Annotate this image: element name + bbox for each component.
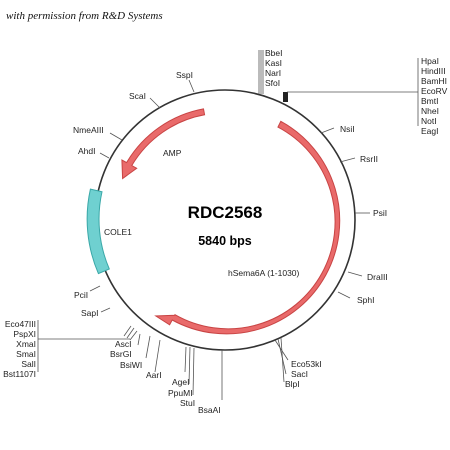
site-psii: PsiI (373, 208, 387, 218)
mcs-marker (283, 92, 288, 102)
mcs-right-site: HindIII (421, 66, 446, 76)
site-nmeaiii: NmeAIII (73, 125, 104, 135)
mcs-right-site: NotI (421, 116, 437, 126)
site-bsiwi: BsiWI (120, 360, 142, 370)
mcs-left-site: PspXI (13, 329, 36, 339)
site-draiii: DraIII (367, 272, 388, 282)
credit-text: with permission from R&D Systems (6, 10, 163, 22)
mcs-right-site: NheI (421, 106, 439, 116)
mcs-right-site: BamHI (421, 76, 447, 86)
site-stui: StuI (180, 398, 195, 408)
site-nsii: NsiI (340, 124, 355, 134)
mcs-right-site: HpaI (421, 56, 439, 66)
mcs-left-site: SalI (21, 359, 36, 369)
insert-label: hSema6A (1-1030) (228, 268, 300, 278)
site-scai: ScaI (129, 91, 146, 101)
site-bsaai: BsaAI (198, 405, 221, 415)
mcs-right-site: EcoRV (421, 86, 448, 96)
site-saci: SacI (291, 369, 308, 379)
mcs-right-group: HpaI HindIII BamHI EcoRV BmtI NheI NotI … (421, 56, 448, 136)
mcs-right-site: EagI (421, 126, 439, 136)
site-blpi: BlpI (285, 379, 300, 389)
cole1-block (86, 188, 110, 275)
site-sfoi: SfoI (265, 78, 280, 88)
insert-arrow (154, 120, 341, 335)
site-kasi: KasI (265, 58, 282, 68)
mcs-right-site: BmtI (421, 96, 438, 106)
site-bsrgi: BsrGI (110, 349, 132, 359)
site-sapi: SapI (81, 308, 99, 318)
mcs-left-site: Bst1107I (3, 369, 36, 379)
site-sspi: SspI (176, 70, 193, 80)
mcs-left-group: Eco47III PspXI XmaI SmaI SalI Bst1107I (3, 319, 36, 379)
site-bbei: BbeI (265, 48, 283, 58)
mcs-left-site: SmaI (16, 349, 36, 359)
amp-arrow (121, 108, 206, 180)
plasmid-name: RDC2568 (188, 203, 263, 222)
site-rsrii: RsrII (360, 154, 378, 164)
mcs-left-site: XmaI (16, 339, 36, 349)
site-nari: NarI (265, 68, 281, 78)
plasmid-size: 5840 bps (198, 234, 252, 248)
site-aari: AarI (146, 370, 162, 380)
site-ahdi: AhdI (78, 146, 96, 156)
site-eco53ki: Eco53kI (291, 359, 322, 369)
cole1-label: COLE1 (104, 227, 132, 237)
site-ppumi: PpuMI (168, 388, 193, 398)
mcs-left-site: Eco47III (5, 319, 36, 329)
site-asci: AscI (115, 339, 132, 349)
site-sphi: SphI (357, 295, 375, 305)
site-pcii: PciI (74, 290, 88, 300)
amp-label: AMP (163, 148, 182, 158)
site-agei: AgeI (172, 377, 190, 387)
